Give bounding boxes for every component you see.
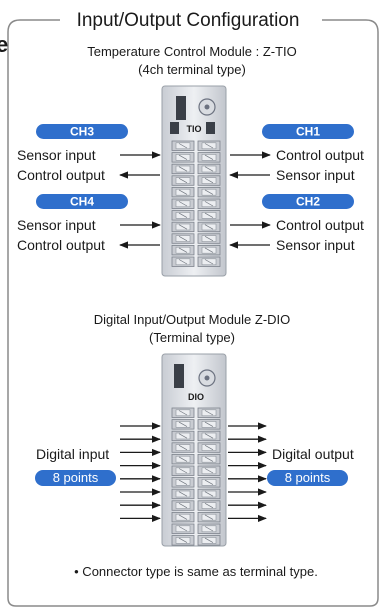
terminal-screw — [171, 244, 195, 256]
digital-output-points-badge: 8 points — [267, 470, 348, 486]
terminal-screw — [197, 210, 221, 221]
dio-module-device: DIO — [161, 353, 227, 547]
svg-text:CH3: CH3 — [70, 125, 94, 139]
terminal-screw — [197, 198, 221, 209]
ch4-control-output-label: Control output — [17, 237, 105, 253]
terminal-screw — [171, 163, 195, 175]
tio-subtitle: (4ch terminal type) — [138, 62, 246, 77]
svg-text:CH4: CH4 — [70, 195, 94, 209]
ch4-badge: CH4 — [36, 194, 128, 209]
terminal-screw — [197, 152, 221, 163]
dio-signal-arrows — [120, 422, 267, 523]
terminal-screw — [171, 186, 195, 198]
terminal-screw — [171, 523, 195, 534]
terminal-screw — [171, 453, 195, 465]
terminal-screw — [197, 430, 221, 442]
terminal-screw — [171, 175, 195, 186]
terminal-screw — [197, 453, 221, 465]
terminal-screw — [171, 500, 195, 511]
terminal-screw — [197, 140, 221, 151]
terminal-screw — [197, 244, 221, 256]
footnote: • Connector type is same as terminal typ… — [74, 564, 318, 579]
terminal-screw — [171, 465, 195, 476]
svg-text:CH2: CH2 — [296, 195, 320, 209]
dio-device-label: DIO — [188, 392, 204, 402]
dio-title: Digital Input/Output Module Z-DIO — [94, 312, 291, 327]
terminal-screw — [197, 233, 221, 244]
terminal-screw — [171, 152, 195, 163]
ch2-sensor-input-label: Sensor input — [276, 237, 355, 253]
tio-terminal-block — [171, 140, 221, 267]
tio-device-label: TIO — [187, 124, 202, 134]
terminal-screw — [197, 221, 221, 233]
terminal-screw — [171, 419, 195, 430]
terminal-screw — [171, 233, 195, 244]
terminal-screw — [197, 465, 221, 476]
svg-text:8 points: 8 points — [53, 470, 99, 485]
terminal-screw — [171, 210, 195, 221]
tio-display — [176, 96, 186, 120]
ch3-badge: CH3 — [36, 124, 128, 139]
digital-input-points-badge: 8 points — [35, 470, 116, 486]
edge-fragment: e — [0, 32, 8, 57]
terminal-screw — [197, 442, 221, 453]
terminal-screw — [171, 442, 195, 453]
terminal-screw — [197, 163, 221, 175]
terminal-screw — [197, 419, 221, 430]
terminal-screw — [197, 523, 221, 534]
terminal-screw — [171, 221, 195, 233]
terminal-screw — [171, 407, 195, 418]
terminal-screw — [171, 512, 195, 523]
tio-signal-arrows — [119, 151, 271, 249]
ch1-badge: CH1 — [262, 124, 354, 139]
terminal-screw — [197, 175, 221, 186]
svg-text:CH1: CH1 — [296, 125, 320, 139]
ch3-sensor-input-label: Sensor input — [17, 147, 96, 163]
dio-display — [174, 364, 184, 388]
terminal-screw — [197, 256, 221, 267]
frame-border — [7, 19, 379, 607]
terminal-screw — [197, 488, 221, 500]
terminal-screw — [197, 407, 221, 418]
terminal-screw — [197, 535, 221, 546]
terminal-screw — [197, 477, 221, 488]
frame-title: Input/Output Configuration — [77, 10, 300, 31]
terminal-screw — [197, 186, 221, 198]
terminal-screw — [171, 140, 195, 151]
dio-subtitle: (Terminal type) — [149, 330, 235, 345]
tio-module-device: TIO — [161, 85, 227, 277]
terminal-screw — [171, 198, 195, 209]
ch1-control-output-label: Control output — [276, 147, 364, 163]
dio-terminal-block — [171, 407, 221, 546]
terminal-screw — [171, 477, 195, 488]
ch4-sensor-input-label: Sensor input — [17, 217, 96, 233]
digital-output-label: Digital output — [272, 446, 354, 462]
svg-text:8 points: 8 points — [285, 470, 331, 485]
ch2-control-output-label: Control output — [276, 217, 364, 233]
ch3-control-output-label: Control output — [17, 167, 105, 183]
digital-input-label: Digital input — [36, 446, 109, 462]
terminal-screw — [171, 488, 195, 500]
terminal-screw — [171, 256, 195, 267]
ch2-badge: CH2 — [262, 194, 354, 209]
terminal-screw — [197, 512, 221, 523]
terminal-screw — [171, 535, 195, 546]
ch1-sensor-input-label: Sensor input — [276, 167, 355, 183]
terminal-screw — [197, 500, 221, 511]
terminal-screw — [171, 430, 195, 442]
tio-title: Temperature Control Module : Z-TIO — [87, 44, 297, 59]
